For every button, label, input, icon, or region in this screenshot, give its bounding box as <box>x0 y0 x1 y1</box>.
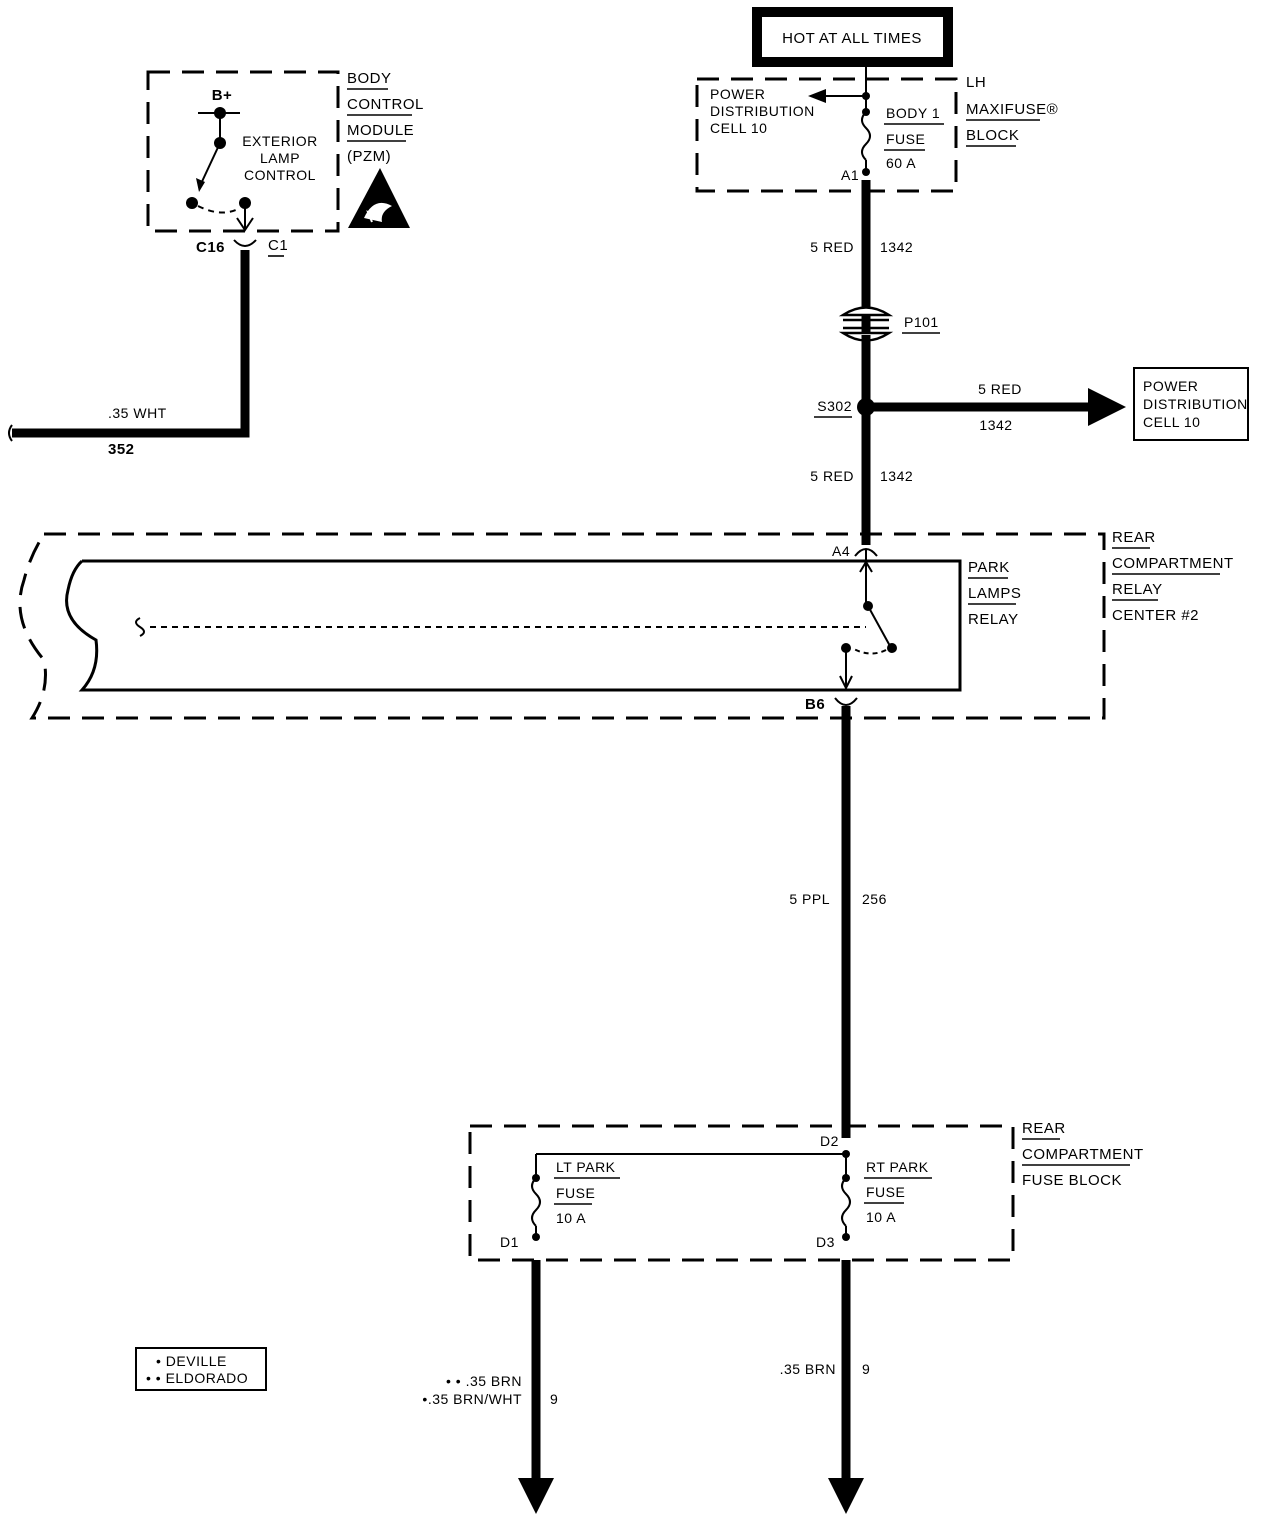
wire-256-circuit: 256 <box>862 891 887 907</box>
bplus-label: B+ <box>212 87 233 104</box>
relay-pin-out: B6 <box>805 696 825 713</box>
lt-fuse-2: FUSE <box>556 1185 595 1201</box>
rt-fuse-2: FUSE <box>866 1184 905 1200</box>
pd-dest-2: DISTRIBUTION <box>1143 396 1248 412</box>
maxifuse-name-1: LH <box>966 74 986 91</box>
relay-center-name-4: CENTER #2 <box>1112 607 1199 624</box>
body-fuse-3: 60 A <box>886 155 916 171</box>
exterior-lamp-control-label-3: CONTROL <box>244 167 316 183</box>
wire-352-color: .35 WHT <box>108 405 167 421</box>
rear-compartment-relay-center: A4 B6 PARK LAMPS RELAY REAR COMPARTMENT … <box>18 529 1234 720</box>
esd-warning-icon <box>348 168 410 228</box>
out-right-color: .35 BRN <box>780 1361 836 1377</box>
maxifuse-feed-3: CELL 10 <box>710 120 767 136</box>
hot-at-all-times-label: HOT AT ALL TIMES <box>782 30 922 47</box>
lt-park-fuse-element <box>531 1177 541 1227</box>
splice-id: S302 <box>817 398 852 414</box>
lt-fuse-1: LT PARK <box>556 1159 616 1175</box>
bcm-connector-pin: C16 <box>196 239 225 256</box>
wire-1342-upper-circuit: 1342 <box>880 239 913 255</box>
maxifuse-name-2: MAXIFUSE® <box>966 101 1058 118</box>
relay-label-3: RELAY <box>968 611 1019 628</box>
maxifuse-feed-1: POWER <box>710 86 765 102</box>
wire-352 <box>12 250 250 438</box>
relay-pin-in: A4 <box>832 543 850 559</box>
maxifuse-pin-a1: A1 <box>841 167 859 183</box>
out-left-color-1: • • .35 BRN <box>446 1373 522 1389</box>
bcm-name-1: BODY <box>347 70 392 87</box>
wire-1342-lower-circuit: 1342 <box>880 468 913 484</box>
body-fuse-1: BODY 1 <box>886 105 940 121</box>
splice-branch-circuit: 1342 <box>979 417 1012 433</box>
body-1-fuse-element <box>861 111 871 161</box>
relay-center-name-2: COMPARTMENT <box>1112 555 1234 572</box>
pd-dest-1: POWER <box>1143 378 1198 394</box>
body-control-module: B+ EXTERIOR LAMP CONTROL BODY CONTROL MO… <box>146 70 424 233</box>
right-output-arrow-icon <box>828 1478 864 1514</box>
bcm-connector-id: C1 <box>268 237 288 254</box>
lt-fuse-pin: D1 <box>500 1234 519 1250</box>
power-distribution-dest-box: POWER DISTRIBUTION CELL 10 <box>1133 367 1249 441</box>
lt-fuse-3: 10 A <box>556 1210 586 1226</box>
legend: • DEVILLE • • ELDORADO <box>135 1347 267 1391</box>
park-lamps-relay-body <box>65 559 962 692</box>
wire-1342-upper-color: 5 RED <box>810 239 854 255</box>
maxifuse-feed-2: DISTRIBUTION <box>710 103 815 119</box>
wire-1342-lower-color: 5 RED <box>810 468 854 484</box>
fuse-block-name-3: FUSE BLOCK <box>1022 1172 1122 1189</box>
rt-park-fuse-element <box>841 1177 851 1227</box>
fuse-block-name-2: COMPARTMENT <box>1022 1146 1144 1163</box>
rt-fuse-1: RT PARK <box>866 1159 929 1175</box>
rt-fuse-pin: D3 <box>816 1234 835 1250</box>
pass-through-p101 <box>838 306 894 342</box>
exterior-lamp-control-label-1: EXTERIOR <box>242 133 318 149</box>
exterior-lamp-control-label-2: LAMP <box>260 150 300 166</box>
pass-through-label: P101 <box>904 314 939 330</box>
out-left-circuit: 9 <box>550 1391 558 1407</box>
legend-deville: • DEVILLE <box>156 1353 227 1369</box>
pd-dest-3: CELL 10 <box>1143 414 1200 430</box>
relay-label-1: PARK <box>968 559 1010 576</box>
out-left-color-2: •.35 BRN/WHT <box>422 1391 522 1407</box>
fuse-block-name-1: REAR <box>1022 1120 1066 1137</box>
body-fuse-2: FUSE <box>886 131 925 147</box>
bcm-name-2: CONTROL <box>347 96 424 113</box>
legend-eldorado: • • ELDORADO <box>146 1370 248 1386</box>
splice-branch-color: 5 RED <box>978 381 1022 397</box>
wire-256-color: 5 PPL <box>789 891 830 907</box>
left-output-arrow-icon <box>518 1478 554 1514</box>
splice-branch-arrow-icon <box>1088 388 1126 426</box>
bcm-name-3: MODULE <box>347 122 414 139</box>
out-right-circuit: 9 <box>862 1361 870 1377</box>
wire-352-circuit: 352 <box>108 441 135 458</box>
maxifuse-name-3: BLOCK <box>966 127 1019 144</box>
bcm-name-4: (PZM) <box>347 148 391 165</box>
fuse-block-pin-in: D2 <box>820 1133 839 1149</box>
rear-compartment-fuse-block: D2 LT PARK FUSE 10 A D1 RT PARK FUSE 10 … <box>468 1120 1144 1262</box>
rt-fuse-3: 10 A <box>866 1209 896 1225</box>
hot-at-all-times-box: HOT AT ALL TIMES <box>752 7 953 67</box>
lh-maxifuse-block: POWER DISTRIBUTION CELL 10 BODY 1 FUSE 6… <box>695 67 1058 193</box>
relay-center-name-3: RELAY <box>1112 581 1163 598</box>
relay-label-2: LAMPS <box>968 585 1021 602</box>
relay-center-name-1: REAR <box>1112 529 1156 546</box>
